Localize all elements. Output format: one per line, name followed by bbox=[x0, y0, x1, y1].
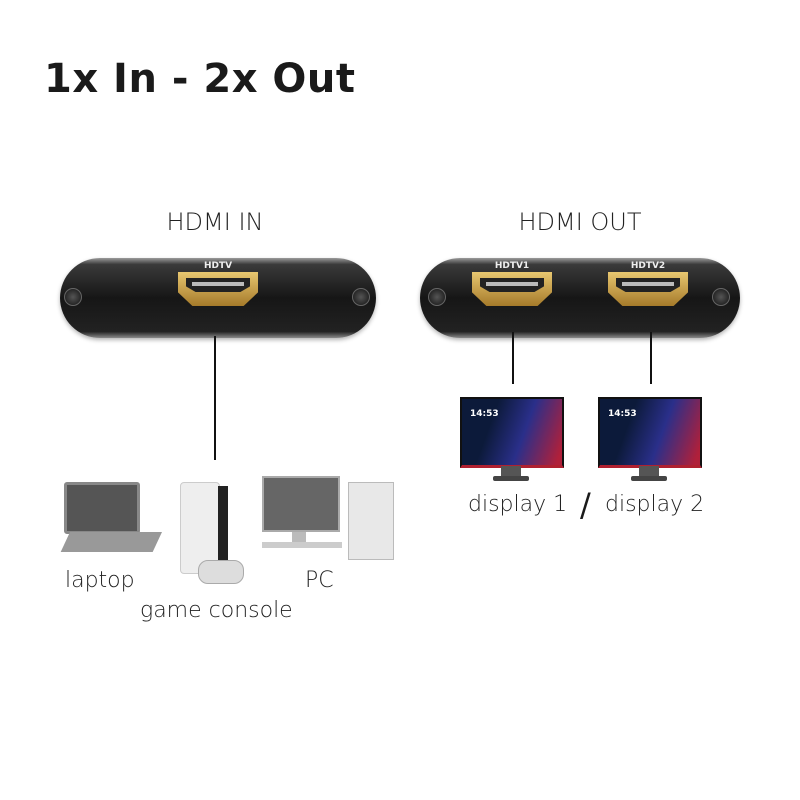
hdmi-port-out-1 bbox=[472, 272, 552, 306]
screw-icon bbox=[712, 288, 730, 306]
monitor-base bbox=[631, 476, 667, 481]
clock-text: 14:53 bbox=[608, 409, 637, 419]
port-label: HDTV1 bbox=[494, 261, 530, 271]
hdmi-in-label: HDMI IN bbox=[166, 208, 264, 236]
laptop-image bbox=[60, 482, 163, 556]
page-title: 1x In - 2x Out bbox=[44, 56, 356, 102]
splitter-output-side bbox=[420, 258, 740, 338]
display-1-monitor: 14:53 bbox=[460, 397, 564, 468]
display-2-label: display 2 bbox=[605, 492, 705, 517]
port-label: HDTV bbox=[203, 261, 233, 271]
screw-icon bbox=[64, 288, 82, 306]
hdmi-port-in bbox=[178, 272, 258, 306]
game-console-image bbox=[180, 482, 244, 586]
display-1-label: display 1 bbox=[468, 492, 568, 517]
pc-label: PC bbox=[305, 568, 334, 593]
hdmi-out-label: HDMI OUT bbox=[518, 208, 642, 236]
connection-line bbox=[512, 332, 514, 384]
screw-icon bbox=[428, 288, 446, 306]
monitor-stand bbox=[639, 466, 659, 478]
separator: / bbox=[580, 486, 591, 524]
port-label: HDTV2 bbox=[630, 261, 666, 271]
game-console-label: game console bbox=[140, 598, 293, 623]
hdmi-port-out-2 bbox=[608, 272, 688, 306]
laptop-label: laptop bbox=[65, 568, 135, 593]
monitor-stand bbox=[501, 466, 521, 478]
connection-line bbox=[650, 332, 652, 384]
monitor-base bbox=[493, 476, 529, 481]
pc-image bbox=[262, 476, 394, 560]
connection-line bbox=[214, 336, 216, 460]
clock-text: 14:53 bbox=[470, 409, 499, 419]
screw-icon bbox=[352, 288, 370, 306]
display-2-monitor: 14:53 bbox=[598, 397, 702, 468]
